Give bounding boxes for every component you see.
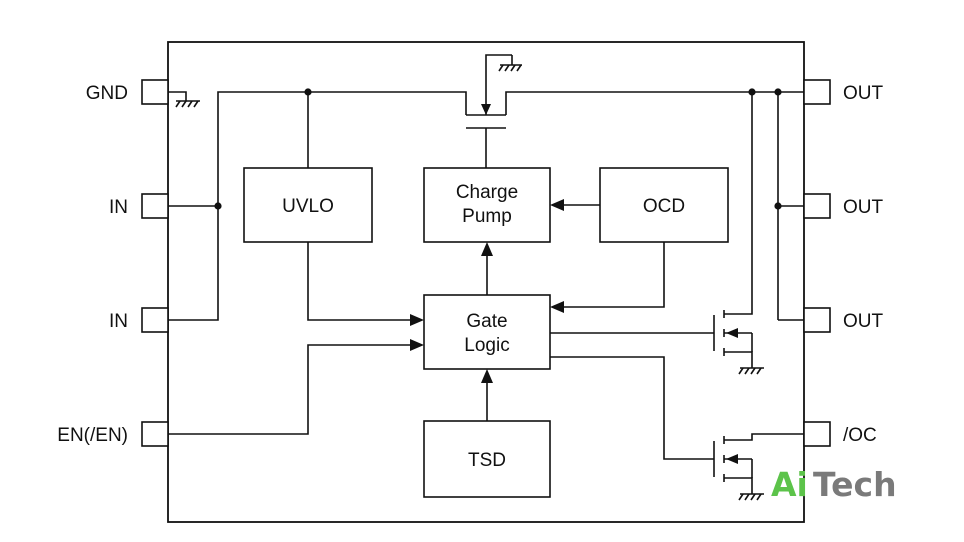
input-bus-wire bbox=[168, 91, 467, 321]
chip-outline bbox=[167, 41, 805, 523]
logo-text-tech: Tech bbox=[813, 465, 897, 504]
pin-label-out-1: OUT bbox=[843, 83, 884, 104]
tsd-label: TSD bbox=[468, 450, 506, 471]
pin-label-in-2: IN bbox=[109, 311, 128, 332]
pin-pad-en bbox=[141, 421, 169, 447]
pin-label-oc: /OC bbox=[843, 425, 877, 446]
junction-dot bbox=[214, 202, 222, 210]
junction-dot bbox=[304, 88, 312, 96]
junction-dot bbox=[774, 202, 782, 210]
charge-pump-label-line2: Pump bbox=[462, 206, 512, 227]
pin-label-out-2: OUT bbox=[843, 197, 884, 218]
pin-label-gnd: GND bbox=[86, 83, 128, 104]
ocd-to-gate-logic-wire bbox=[550, 242, 665, 313]
gate-logic-block bbox=[423, 294, 551, 370]
gate-logic-to-charge-pump-wire bbox=[481, 242, 493, 295]
pin-pad-in-2 bbox=[141, 307, 169, 333]
junction-dot bbox=[748, 88, 756, 96]
logo-text-ai: Ai bbox=[771, 465, 808, 504]
open-drain-mosfet bbox=[550, 356, 804, 501]
pin-pad-in-1 bbox=[141, 193, 169, 219]
gate-logic-label-line2: Logic bbox=[464, 335, 509, 356]
pin-pad-oc bbox=[803, 421, 831, 447]
junction-dot bbox=[774, 88, 782, 96]
tsd-to-gate-logic-wire bbox=[481, 369, 493, 421]
ground-symbol-gnd-pin bbox=[168, 91, 200, 108]
ocd-label: OCD bbox=[643, 196, 685, 217]
pin-pad-out-1 bbox=[803, 79, 831, 105]
uvlo-label: UVLO bbox=[282, 196, 334, 217]
pin-pad-out-2 bbox=[803, 193, 831, 219]
pin-label-out-3: OUT bbox=[843, 311, 884, 332]
ocd-to-charge-pump-wire bbox=[550, 199, 600, 211]
charge-pump-label-line1: Charge bbox=[456, 182, 518, 203]
en-to-gate-logic-wire bbox=[168, 339, 424, 435]
pin-pad-gnd bbox=[141, 79, 169, 105]
pin-label-en: EN(/EN) bbox=[57, 425, 128, 446]
uvlo-block bbox=[243, 167, 373, 243]
pin-pad-out-3 bbox=[803, 307, 831, 333]
pin-label-in-1: IN bbox=[109, 197, 128, 218]
main-power-mosfet bbox=[466, 54, 752, 168]
gate-logic-label-line1: Gate bbox=[466, 311, 507, 332]
uvlo-to-gate-logic-wire bbox=[307, 242, 424, 326]
tsd-block bbox=[423, 420, 551, 498]
charge-pump-block bbox=[423, 167, 551, 243]
discharge-mosfet bbox=[550, 308, 764, 375]
aitech-logo: Ai Tech bbox=[771, 465, 897, 504]
